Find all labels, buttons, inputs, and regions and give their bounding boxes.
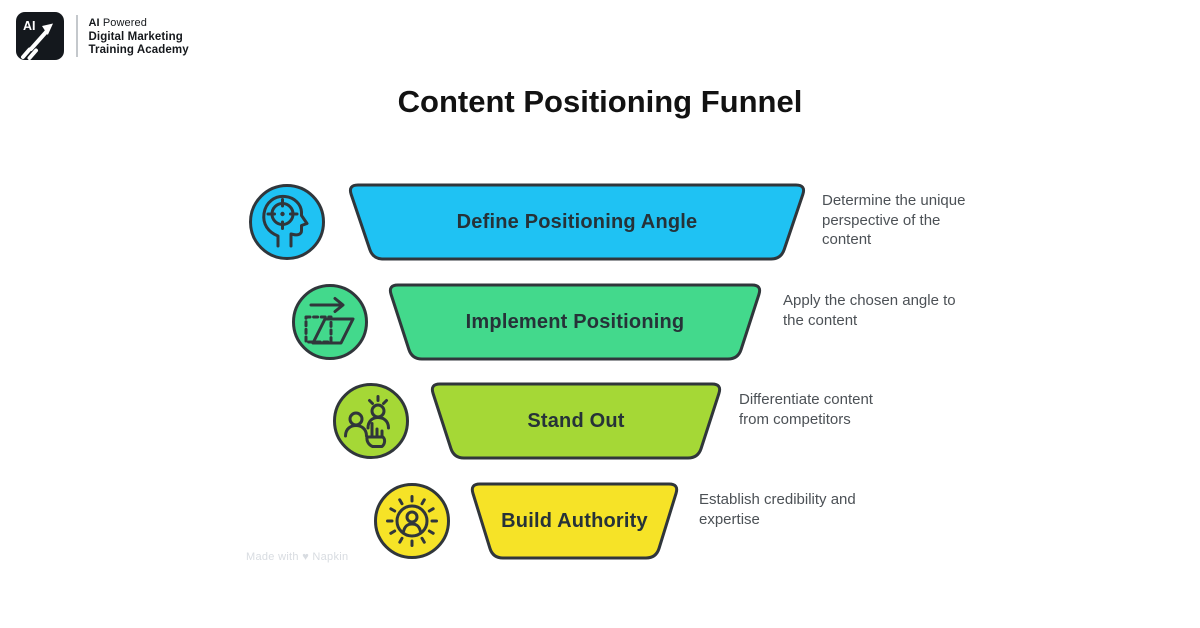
- mind-target-icon: [249, 184, 325, 260]
- funnel-stage-label: Stand Out: [527, 409, 625, 432]
- funnel-stage-label: Define Positioning Angle: [456, 210, 698, 233]
- funnel-stage-description: Apply the chosen angle to the content: [783, 292, 956, 329]
- trend-arrow-icon: [21, 29, 49, 60]
- brand-line-1: AI Powered: [88, 17, 147, 29]
- funnel-stage-shape: [470, 482, 679, 560]
- brand-line-2: Digital Marketing: [88, 30, 183, 43]
- watermark: Made with ♥ Napkin: [246, 551, 349, 563]
- brand-divider: [76, 15, 78, 57]
- brand-badge-ai-text: AI: [23, 19, 36, 33]
- brand-wordmark: AI Powered Digital Marketing Training Ac…: [89, 12, 189, 58]
- page-title: Content Positioning Funnel: [397, 84, 803, 119]
- brand-logo: AI AI Powered Digital Marketing Training…: [16, 12, 189, 60]
- funnel-stage-label: Implement Positioning: [465, 310, 685, 333]
- funnel-stage-shape: [348, 183, 806, 261]
- brand-logo-icon: AI: [16, 12, 64, 60]
- funnel-stage-shape: [430, 382, 722, 460]
- brand-line-3: Training Academy: [88, 44, 189, 56]
- transform-shape-icon: [292, 284, 368, 360]
- funnel-stage-description: Differentiate content from competitors: [739, 391, 873, 428]
- funnel-stage-description: Establish credibility and expertise: [699, 491, 856, 528]
- authority-badge-icon: [374, 483, 450, 559]
- funnel-stage-shape: [388, 283, 762, 361]
- standout-people-icon: [333, 383, 409, 459]
- funnel-stage-label: Build Authority: [501, 509, 648, 532]
- funnel-stage-description: Determine the unique perspective of the …: [822, 192, 966, 248]
